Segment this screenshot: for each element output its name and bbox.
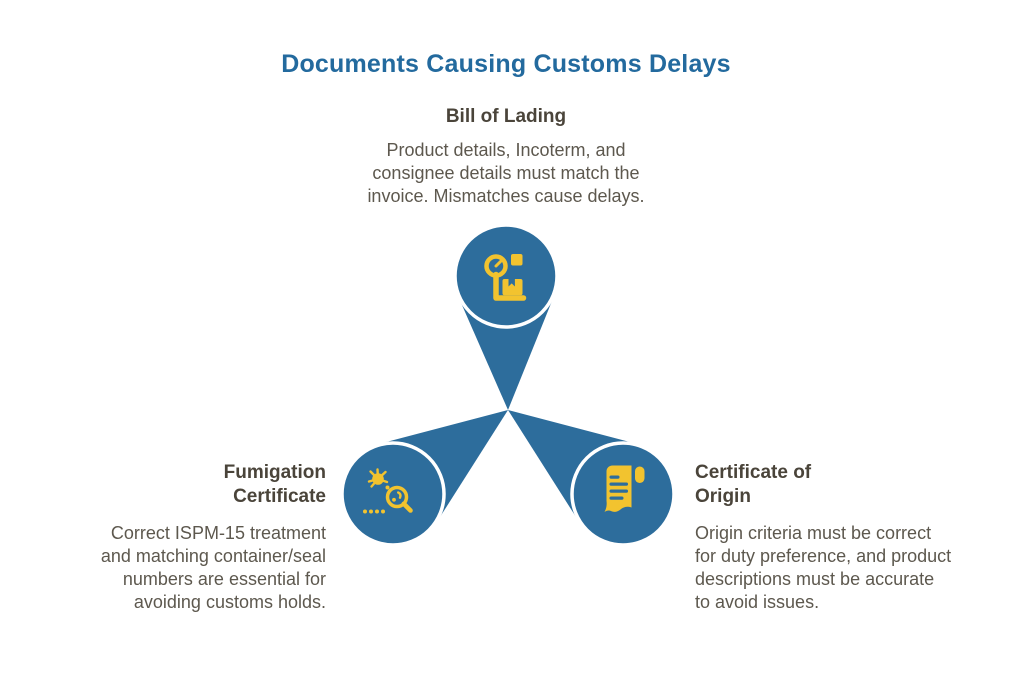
- petal-certificate-of-origin: [508, 410, 676, 547]
- node-title-bill-of-lading: Bill of Lading: [445, 106, 567, 127]
- node-title-certificate-of-origin: Certificate of Origin: [695, 462, 812, 507]
- node-description-fumigation-certificate: Correct ISPM-15 treatment and matching c…: [100, 523, 326, 612]
- weighing-scale-icon: [484, 254, 527, 301]
- node-title-fumigation-certificate: Fumigation Certificate: [223, 462, 326, 507]
- node-description-certificate-of-origin: Origin criteria must be correct for duty…: [695, 523, 952, 612]
- petal-bill-of-lading: [453, 223, 559, 410]
- pest-inspection-icon: [363, 468, 413, 514]
- node-block-fumigation-certificate: Fumigation Certificate Correct ISPM-15 t…: [26, 461, 326, 614]
- node-description-bill-of-lading: Product details, Incoterm, and consignee…: [367, 140, 645, 206]
- page-title: Documents Causing Customs Delays: [281, 50, 731, 78]
- scroll-certificate-icon: [604, 465, 645, 512]
- petal-fumigation-certificate: [340, 410, 508, 547]
- node-block-certificate-of-origin: Certificate of Origin Origin criteria mu…: [695, 461, 995, 614]
